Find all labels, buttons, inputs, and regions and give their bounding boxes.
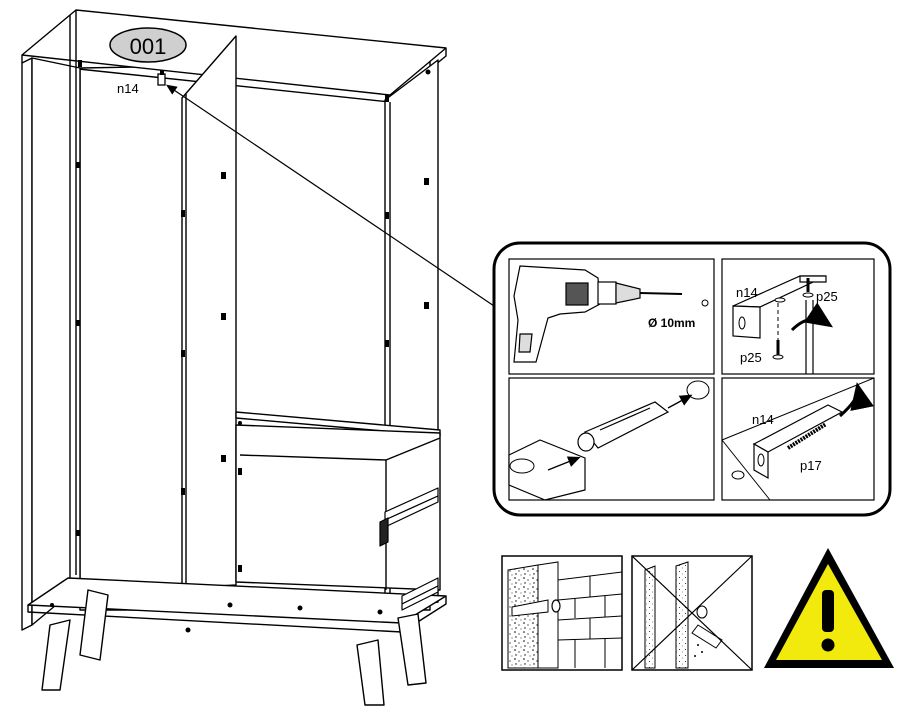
- screw-label-p17: p17: [800, 458, 822, 473]
- wardrobe-illustration: [21, 9, 447, 706]
- drawer-box: [235, 424, 441, 591]
- drill-step-panel: Ø 10mm: [508, 258, 715, 375]
- part-label-n14: n14: [117, 81, 139, 96]
- screw-label-p25-upper: p25: [816, 289, 838, 304]
- bracket-label-n14: n14: [736, 285, 758, 300]
- drawer-runner-lower: [401, 577, 439, 611]
- middle-divider: [181, 35, 237, 589]
- bracket-wall-step-panel: n14 p17: [721, 377, 875, 501]
- detail-callout-panel: Ø 10mm n14 p25 p25: [492, 241, 892, 517]
- wall-plug-icon-solid: [511, 599, 561, 617]
- cam-fittings: [50, 60, 431, 633]
- warning-triangle-icon: [764, 548, 894, 668]
- rotate-arrow-icon: [790, 302, 833, 332]
- step-number: 001: [130, 34, 167, 59]
- bracket-label-n14-wall: n14: [752, 412, 774, 427]
- drawer-runner-upper: [379, 487, 439, 547]
- screw-icon: [772, 278, 810, 360]
- screw-label-p25-lower: p25: [740, 350, 762, 365]
- drill-icon: [513, 265, 683, 363]
- hollow-wall-not-ok-panel: [631, 555, 753, 671]
- wall-plug-icon-hollow: [691, 605, 723, 657]
- bracket-top-step-panel: n14 p25 p25: [721, 258, 875, 375]
- detail-pointer-line: [166, 84, 501, 311]
- top-bracket: [157, 70, 166, 86]
- drill-size-label: Ø 10mm: [648, 316, 695, 330]
- solid-wall-ok-panel: [501, 555, 623, 671]
- screw-icon-wall: [786, 422, 828, 450]
- left-side-panel: [21, 57, 33, 631]
- rotate-arrow-icon-wall: [838, 382, 874, 418]
- wall-plug-icon: [577, 401, 670, 452]
- cross-out-icon: [631, 555, 753, 671]
- legs: [41, 589, 427, 706]
- wall-plug-step-panel: [508, 377, 715, 501]
- step-badge: 001: [109, 27, 187, 63]
